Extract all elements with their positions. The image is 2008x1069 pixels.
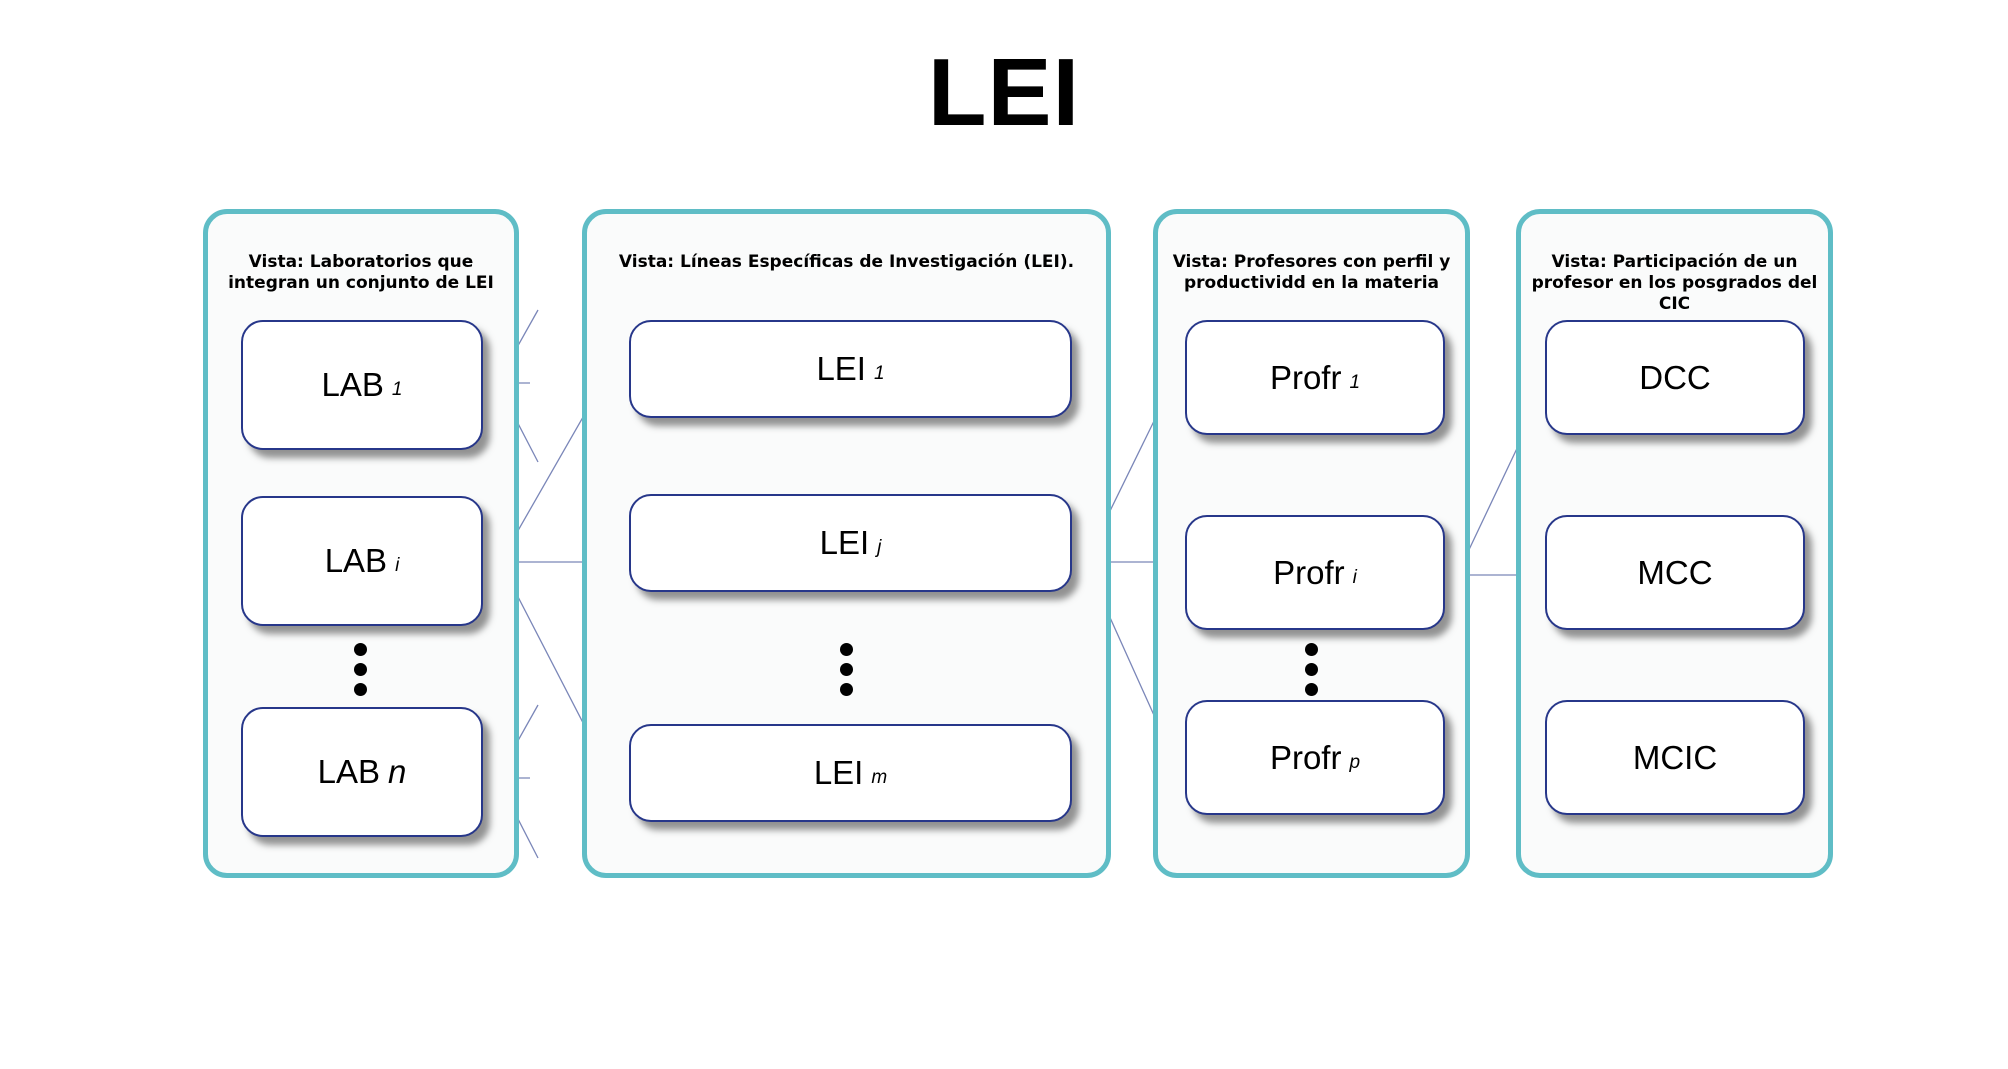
column-header-lei: Vista: Líneas Específicas de Investigaci… — [618, 252, 1075, 272]
column-header-profesores: Vista: Profesores con perfil y productiv… — [1172, 252, 1451, 293]
ellipsis-dots — [354, 643, 368, 703]
column-header-posgrados: Vista: Participación de un profesor en l… — [1531, 252, 1818, 314]
ellipsis-dots — [840, 643, 854, 703]
ellipsis-dots — [1305, 643, 1319, 703]
page-title: LEI — [927, 39, 1081, 146]
column-header-laboratorios: Vista: Laboratorios que integran un conj… — [228, 252, 494, 293]
mcic-node[interactable]: MCIC — [1545, 700, 1805, 815]
dcc-node[interactable]: DCC — [1545, 320, 1805, 435]
mcc-node[interactable]: MCC — [1545, 515, 1805, 630]
